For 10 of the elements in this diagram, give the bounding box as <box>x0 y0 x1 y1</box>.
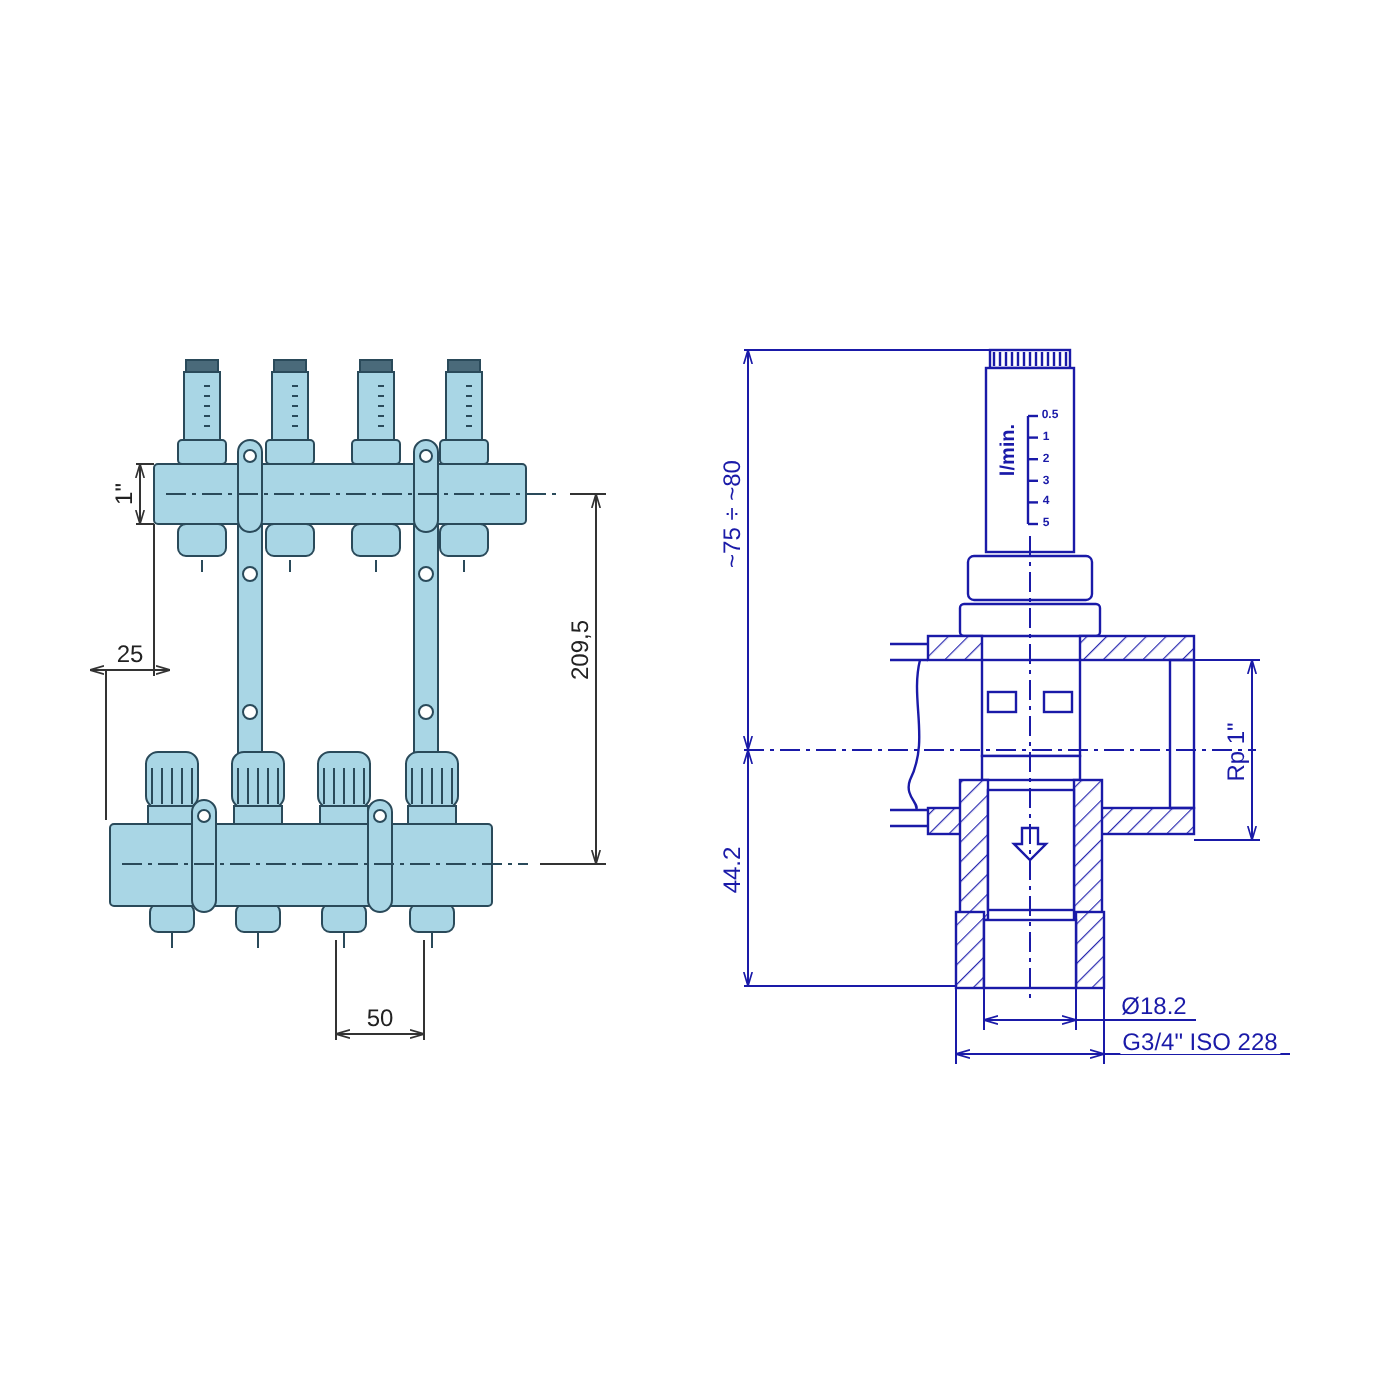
dimension-label: ~75 ÷ ~80 <box>720 460 744 568</box>
dimension-label: 44.2 <box>720 846 744 894</box>
dimension-label: 209,5 <box>568 619 592 681</box>
dimension-label: G3/4" ISO 228 <box>1120 1030 1280 1054</box>
dimension-label: Ø18.2 <box>1119 994 1189 1018</box>
dimension-label: Rp 1" <box>1224 722 1248 782</box>
unit-label: l/min. <box>1000 423 1020 477</box>
dimension-label: 25 <box>114 642 146 666</box>
dimension-label: 50 <box>364 1006 396 1030</box>
dimension-label: 1" <box>112 483 136 505</box>
